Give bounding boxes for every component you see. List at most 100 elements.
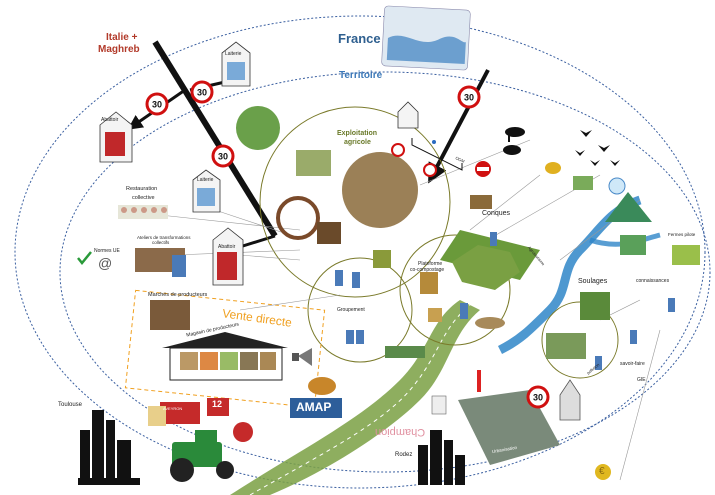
waterfall-photo xyxy=(620,235,646,255)
soulages-photo xyxy=(580,292,610,320)
label-savoir-faire: savoir-faire xyxy=(620,361,645,367)
ogm-bracket xyxy=(411,138,463,171)
label-france: France xyxy=(338,31,381,46)
basket-image xyxy=(308,377,336,395)
road-italie xyxy=(152,40,278,238)
label-conques: Conques xyxy=(482,210,511,217)
farm-photo xyxy=(672,245,700,265)
restauration-collective-image xyxy=(118,205,168,219)
vente-directe-box xyxy=(124,289,326,409)
people-figures xyxy=(335,232,675,370)
label-fermes-pilote: Fermes pilote xyxy=(668,232,696,237)
cycle-arrows-image xyxy=(276,196,320,240)
rodez-city-icon xyxy=(418,430,465,485)
ateliers-person xyxy=(172,255,186,277)
green-road-center-line xyxy=(249,304,471,495)
label-abattoir-left: Abattoir xyxy=(218,244,236,250)
label-italie-2: Maghreb xyxy=(98,44,140,55)
label-restauration-2: collective xyxy=(132,195,155,201)
label-groupement: Groupement xyxy=(337,307,365,313)
label-marches: Marchés de producteurs xyxy=(148,292,208,298)
label-champion: Champion xyxy=(375,426,426,439)
vet-photo xyxy=(296,150,331,176)
green-road xyxy=(230,300,480,495)
label-connaissances: connaissances xyxy=(636,278,670,284)
exploitation-landscape xyxy=(236,106,280,150)
label-rodez: Rodez xyxy=(395,452,413,458)
compost-bin xyxy=(420,272,438,294)
conques-photo xyxy=(470,195,492,209)
label-gie: GIE xyxy=(637,377,646,383)
plateforme-circle xyxy=(399,234,511,346)
tractor-photo-small xyxy=(373,250,391,268)
label-plateforme-1: Plateforme xyxy=(418,261,443,267)
no-entry-icon xyxy=(475,161,491,177)
label-territoire: Territoire xyxy=(339,70,383,81)
megaphone-icon xyxy=(292,348,312,366)
speed-sign-1-text: 30 xyxy=(152,100,162,110)
bee-icon xyxy=(545,162,561,174)
label-soulages: Soulages xyxy=(578,278,608,285)
sheep-photo xyxy=(546,333,586,359)
france-boundary xyxy=(14,15,706,489)
grain-image xyxy=(475,317,505,329)
france-card-wave xyxy=(386,35,466,65)
groupement-circle xyxy=(307,257,413,363)
flag-dot xyxy=(432,140,436,144)
label-plateforme-2: co-compostage xyxy=(410,267,445,273)
label-abattoir-top: Abattoir xyxy=(101,117,119,123)
label-normes: Normes UE xyxy=(94,248,120,254)
label-aveyron: AVEYRON xyxy=(163,406,183,411)
small-speed-sign xyxy=(391,143,405,157)
exploitation-image xyxy=(342,152,418,228)
label-exploitation-2: agricole xyxy=(344,139,371,146)
amap-sign xyxy=(290,398,342,418)
speed-sign-5-text: 30 xyxy=(533,393,543,403)
mountain-icon xyxy=(605,192,652,222)
abattoir-left-icon xyxy=(212,227,244,286)
territoire-boundary xyxy=(59,71,711,473)
label-toulouse: Toulouse xyxy=(58,402,83,408)
label-laiterie-left: Laiterie xyxy=(197,177,214,183)
speed-sign-2: 30 xyxy=(190,80,214,104)
speed-sign-5: 30 xyxy=(526,385,550,409)
magasin-building xyxy=(162,332,288,381)
trucks-image xyxy=(385,346,425,358)
label-ateliers-1: Ateliers de transformations xyxy=(137,235,191,240)
hills-hexagon xyxy=(452,245,520,290)
cows-photo xyxy=(317,222,341,244)
snowflake-icon xyxy=(608,177,626,195)
cheese-image xyxy=(148,406,166,426)
euro-icon xyxy=(595,464,611,480)
small-speed-sign-2 xyxy=(423,163,437,177)
label-euro: € xyxy=(599,466,605,477)
speed-sign-4-text: 30 xyxy=(464,93,474,103)
label-quantite-2: + xyxy=(504,365,507,370)
toulouse-city-icon xyxy=(78,410,140,485)
label-ateliers-2: collectifs xyxy=(152,240,170,245)
speed-sign-1: 30 xyxy=(145,92,169,116)
speed-sign-4: 30 xyxy=(457,85,481,109)
tractor-image xyxy=(170,430,234,482)
box-product xyxy=(428,308,442,322)
label-restauration-1: Restauration xyxy=(126,186,158,192)
urbanisation-image xyxy=(458,390,560,465)
birds-icon xyxy=(575,130,620,166)
check-icon xyxy=(77,251,92,265)
arrow-to-exploitation xyxy=(428,69,490,184)
label-at: @ xyxy=(98,255,113,271)
speed-sign-3-text: 30 xyxy=(218,152,228,162)
label-rouge-icon xyxy=(233,422,253,442)
label-quantite-1: quantité xyxy=(496,359,513,364)
label-dept-12: 12 xyxy=(212,399,223,409)
speed-sign-2-text: 30 xyxy=(197,88,207,98)
thermometer-icon xyxy=(477,370,481,392)
fridge-icon xyxy=(431,395,447,415)
landscape-small-photo xyxy=(573,176,593,190)
wild-animals-icon xyxy=(503,127,525,155)
church-icon xyxy=(559,379,581,421)
laiterie-top-icon xyxy=(221,41,251,87)
marches-photo xyxy=(150,300,190,330)
label-italie-1: Italie + xyxy=(106,32,138,43)
